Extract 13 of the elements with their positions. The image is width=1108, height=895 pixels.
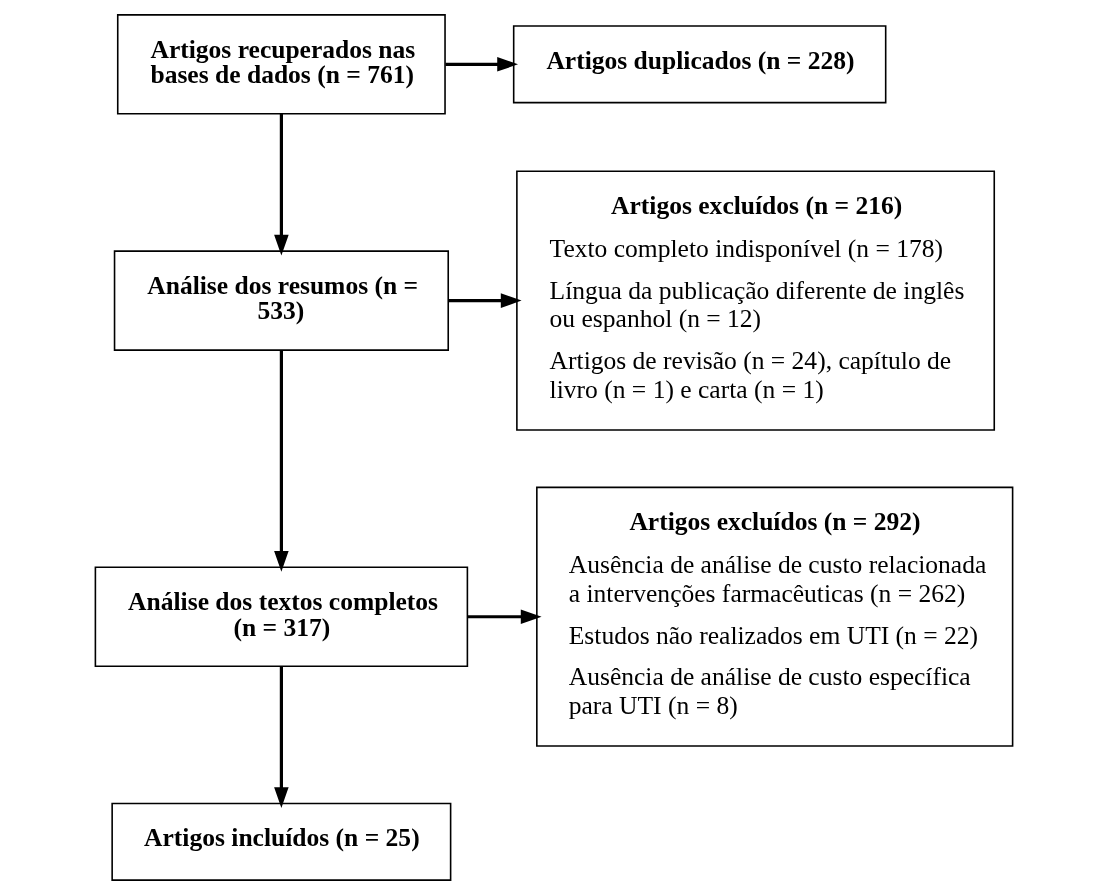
arrow [448,293,522,308]
node-box: Artigos incluídos (n = 25) [111,802,452,881]
node-box: Artigos excluídos (n = 292) Ausência de análise de custo relacionada a intervenções farmacêuticas (n = 262) Estudos não realizados em UTI (n = 22) Ausência de análise de custo específica para UTI (n = 8) [536,486,1014,747]
node-box: Artigos duplicados (n = 228) [512,25,887,104]
node-box: Análise dos resumos (n = 533) [113,250,450,351]
arrow [274,666,289,809]
arrow [467,609,542,624]
node-box: Análise dos textos completos (n = 317) [94,566,469,668]
node-box: Artigos excluídos (n = 216) Texto completo indisponível (n = 178) Língua da publicação diferente de inglês ou espanhol (n = 12) Artigos de revisão (n = 24), capítulo de livro (n = 1) e carta (n = 1) [516,170,996,431]
arrow [274,350,289,572]
arrow [274,113,289,256]
arrow [445,57,518,72]
node-box: Artigos recuperados nas bases de dados (n = 761) [116,14,446,115]
